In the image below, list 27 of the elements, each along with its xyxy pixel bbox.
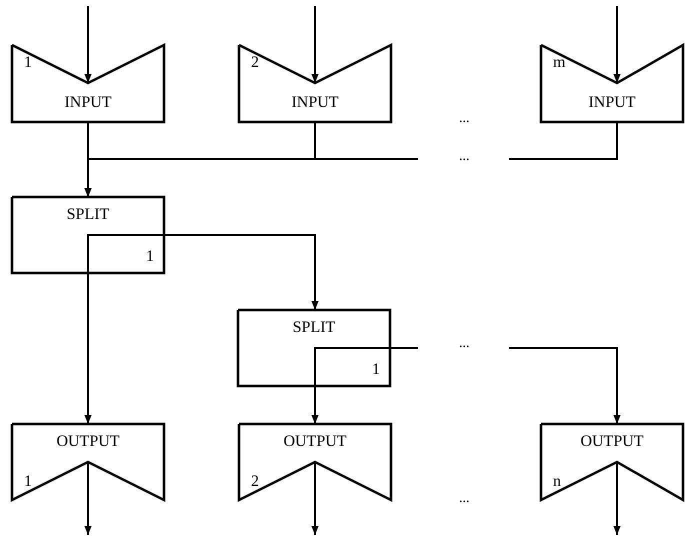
arrow — [84, 273, 92, 424]
ellipsis-label: ... — [459, 492, 470, 506]
arrow — [613, 462, 621, 535]
node-title: INPUT — [290, 95, 340, 111]
arrow — [84, 462, 92, 535]
node-number: m — [553, 55, 566, 71]
node-title: INPUT — [587, 95, 637, 111]
node-number: 1 — [372, 362, 380, 378]
node-title: OUTPUT — [579, 434, 645, 450]
arrow — [164, 234, 319, 310]
arrow — [311, 462, 319, 535]
node-title: INPUT — [63, 95, 113, 111]
arrow — [613, 6, 621, 83]
node-title: SPLIT — [66, 207, 110, 223]
node-number: 1 — [24, 474, 32, 490]
node-number: 2 — [251, 55, 259, 71]
arrow — [311, 6, 319, 83]
arrow — [84, 6, 92, 83]
node-title: OUTPUT — [282, 434, 348, 450]
ellipsis-label: ... — [459, 112, 470, 126]
node-title: OUTPUT — [55, 434, 121, 450]
arrow — [311, 386, 319, 424]
node-number: n — [553, 474, 561, 490]
node-number: 2 — [251, 474, 259, 490]
node-number: 1 — [146, 249, 154, 265]
node-number: 1 — [24, 55, 32, 71]
node-title: SPLIT — [292, 320, 336, 336]
